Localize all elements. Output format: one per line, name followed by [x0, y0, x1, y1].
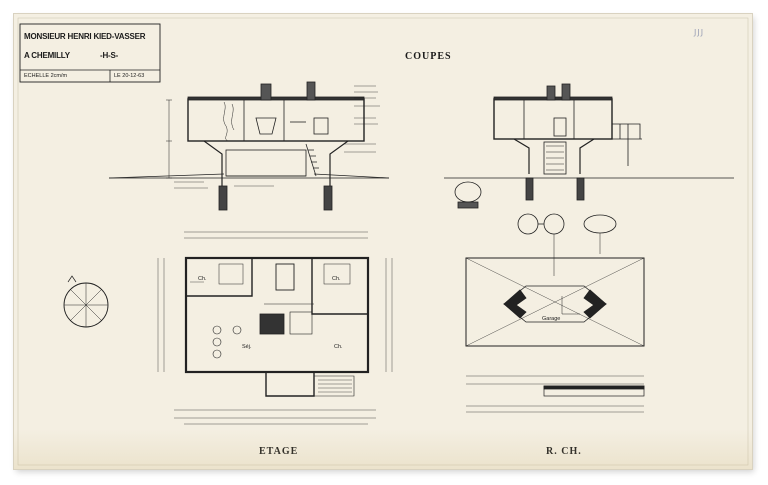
section-left [108, 81, 390, 211]
plan-rch [465, 213, 645, 413]
room-label: Garage [542, 316, 561, 322]
drawing-date: LE 20-12-63 [114, 73, 145, 79]
project-department: -H-S- [100, 51, 119, 60]
pencil-stamp: JJJ [694, 28, 705, 37]
plan-etage [157, 231, 393, 425]
room-label: Séj. [242, 344, 252, 350]
compass-rose [63, 275, 109, 328]
client-name: MONSIEUR HENRI KIED-VASSER [24, 32, 146, 41]
room-label: Ch. [332, 276, 341, 282]
drawing-sheet: MONSIEUR HENRI KIED-VASSER A CHEMILLY -H… [14, 14, 752, 469]
title-block [19, 23, 161, 83]
heading-ground-floor: R. CH. [546, 446, 582, 457]
project-location: A CHEMILLY [24, 51, 70, 60]
architectural-drawing [17, 17, 749, 466]
drawing-scale: ECHELLE 2cm/m [24, 73, 68, 79]
heading-upper-floor: ETAGE [259, 446, 299, 457]
sheet-border [17, 17, 749, 466]
room-label: Ch. [334, 344, 343, 350]
section-right [444, 83, 734, 209]
room-label: Ch. [198, 276, 207, 282]
heading-sections: COUPES [405, 51, 452, 62]
